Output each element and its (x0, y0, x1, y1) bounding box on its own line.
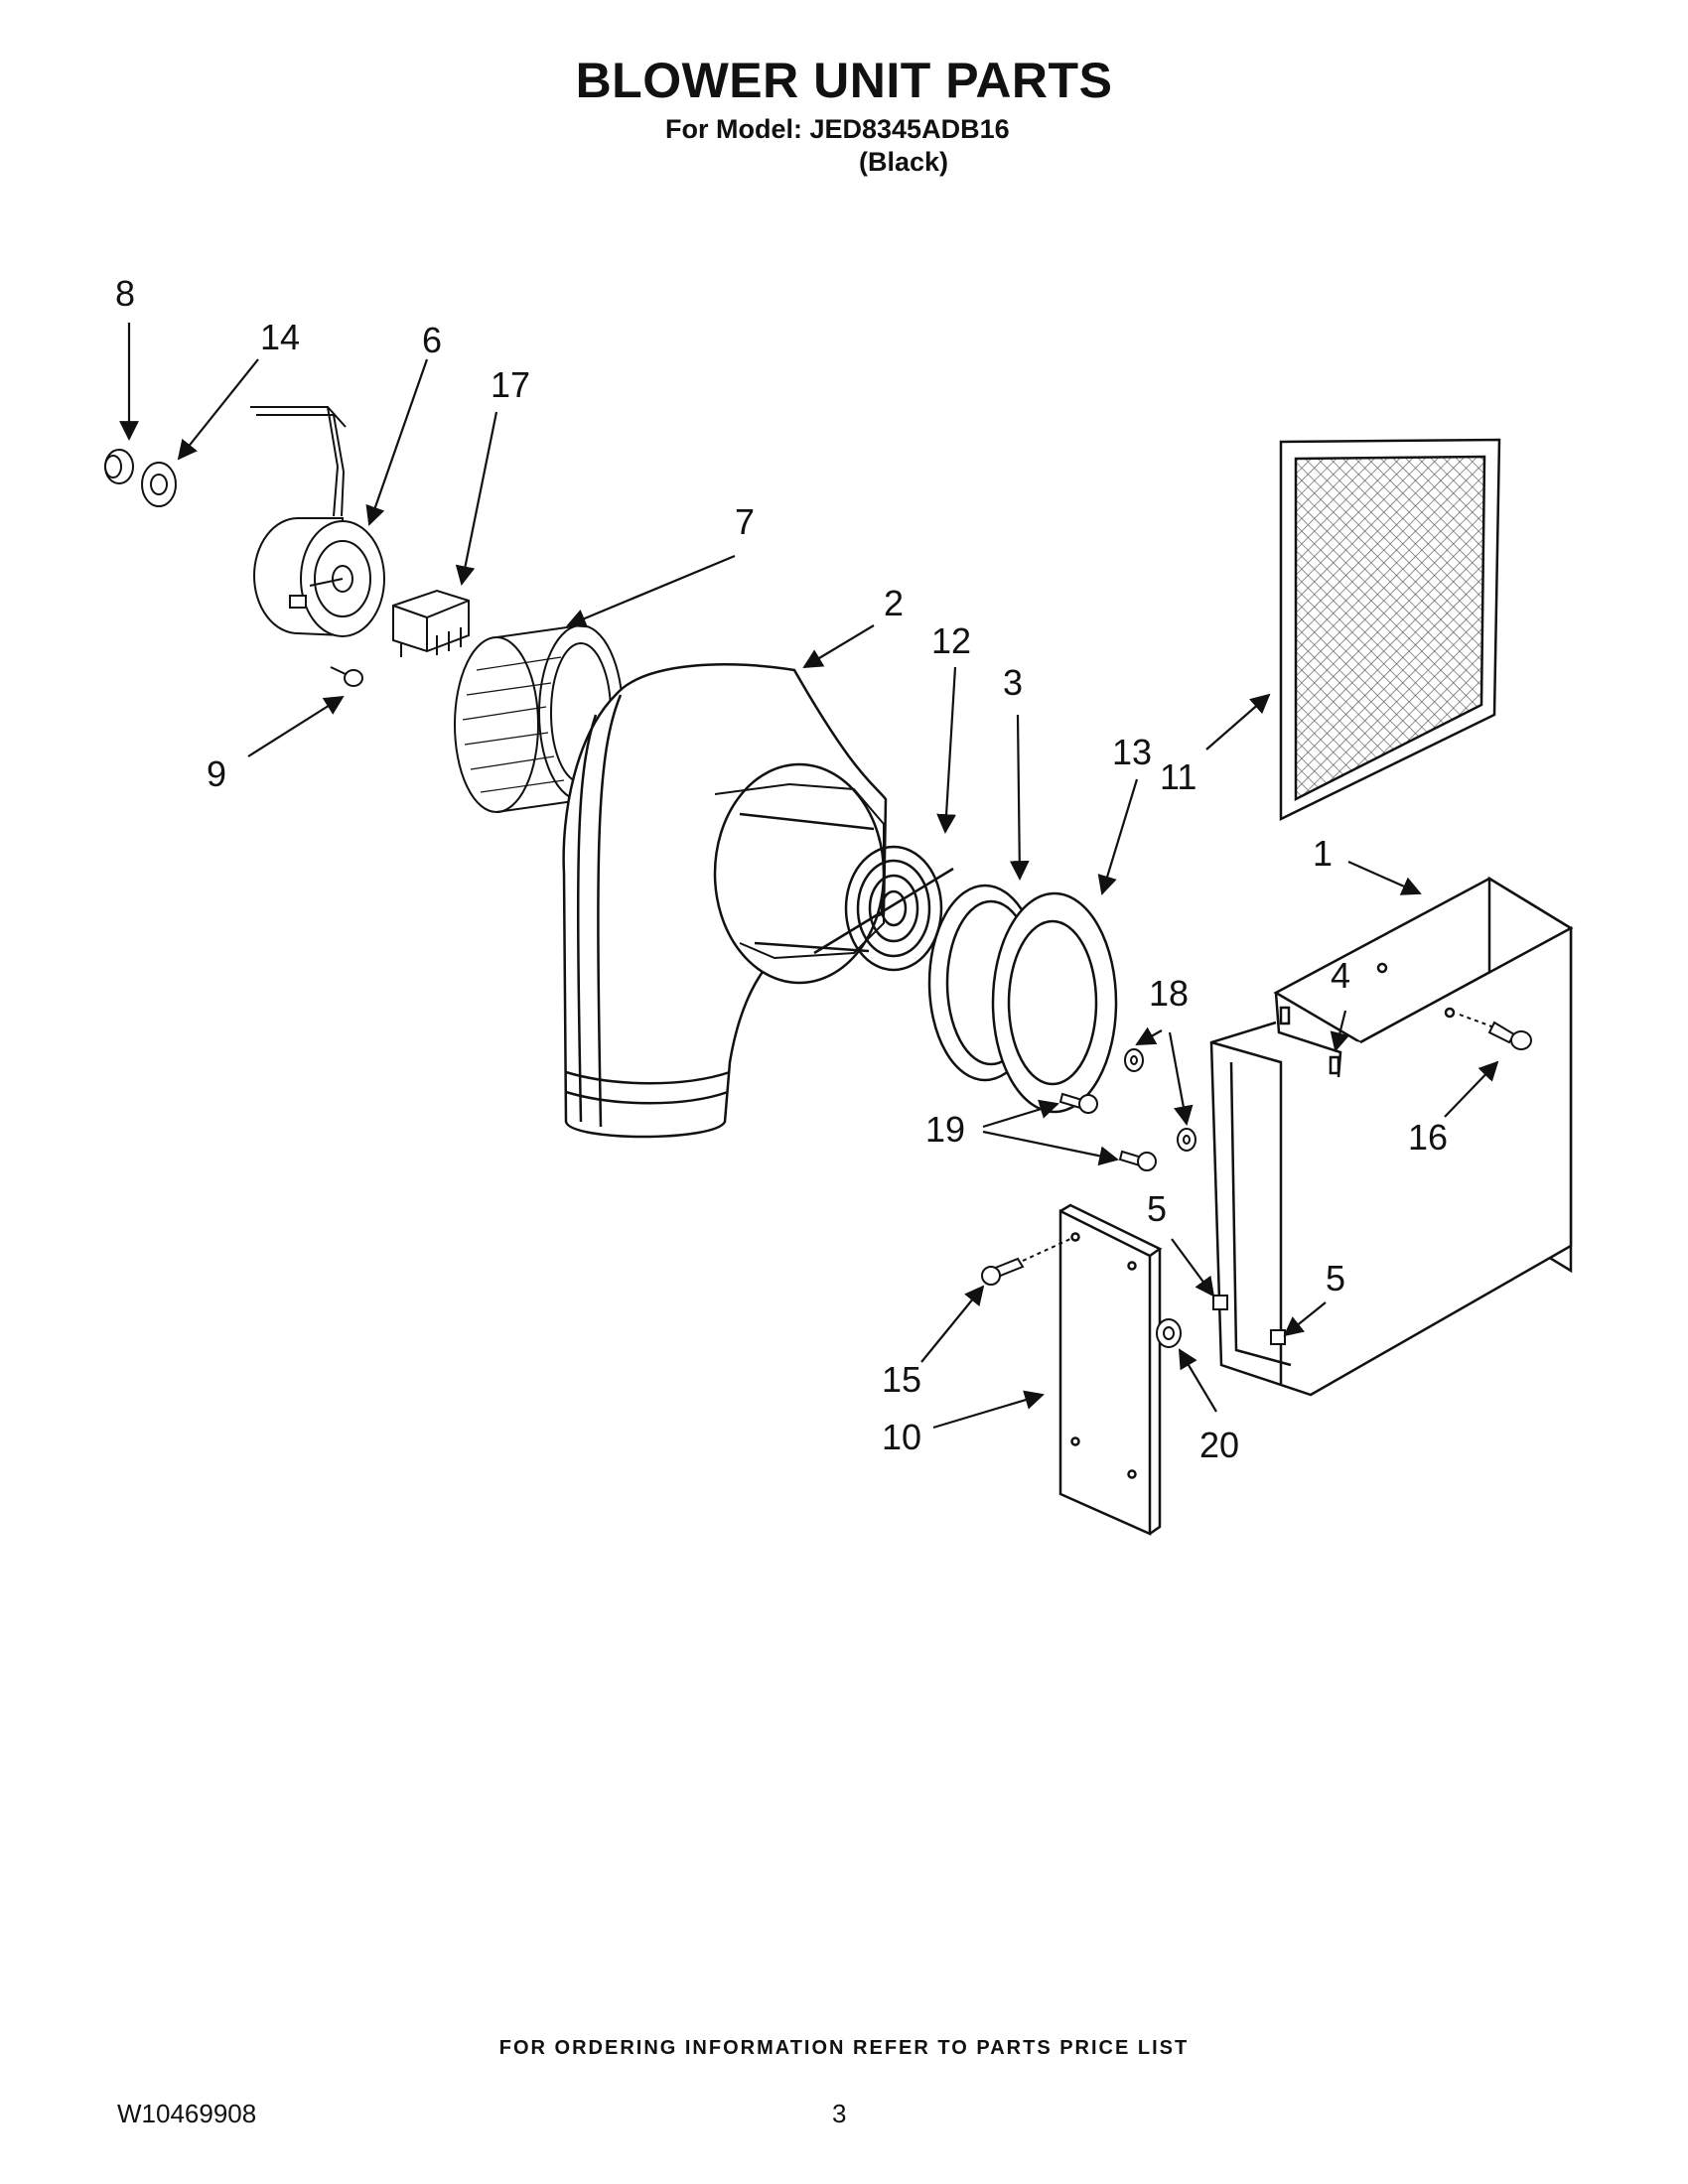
callout-12: 12 (931, 620, 971, 661)
callout-15: 15 (882, 1359, 921, 1400)
callout-2: 2 (884, 583, 904, 623)
part-motor-screw (330, 666, 363, 687)
document-number: W10469908 (117, 2099, 257, 2128)
leader-lines (119, 323, 1499, 1430)
callout-13: 13 (1112, 732, 1152, 772)
part-clips (1212, 1295, 1286, 1345)
callout-1: 1 (1313, 833, 1333, 874)
callout-17: 17 (491, 364, 530, 405)
callout-5a: 5 (1147, 1188, 1167, 1229)
callout-18: 18 (1149, 973, 1189, 1014)
part-grease-filter (1279, 438, 1501, 822)
part-nut (1156, 1318, 1182, 1348)
part-grommet (104, 449, 134, 484)
callout-14: 14 (260, 317, 300, 357)
part-collar (991, 891, 1118, 1114)
model-variant: (Black) (859, 147, 949, 177)
part-screws (1058, 1092, 1157, 1171)
page-number: 3 (832, 2099, 847, 2128)
part-finger-guard (813, 845, 954, 972)
callout-4: 4 (1331, 955, 1350, 996)
callout-20: 20 (1199, 1425, 1239, 1465)
callout-11: 11 (1160, 756, 1196, 797)
callout-labels: 1 2 3 4 5 5 6 7 8 9 10 11 12 13 14 15 16… (115, 273, 1448, 1465)
part-panel-screw (981, 1238, 1071, 1286)
part-blower-wheel (454, 624, 624, 813)
callout-8: 8 (115, 273, 135, 314)
callout-9: 9 (207, 753, 226, 794)
page-title: BLOWER UNIT PARTS (575, 53, 1113, 108)
callout-16: 16 (1408, 1117, 1448, 1158)
part-box-screw (1459, 1014, 1532, 1050)
part-blower-box (1209, 876, 1574, 1397)
callout-7: 7 (735, 501, 755, 542)
callout-5b: 5 (1326, 1258, 1345, 1298)
part-washers (1124, 1048, 1196, 1152)
callout-3: 3 (1003, 662, 1023, 703)
callout-10: 10 (882, 1417, 921, 1457)
part-mounting-panel (1058, 1203, 1163, 1536)
ordering-note: FOR ORDERING INFORMATION REFER TO PARTS … (498, 2037, 1190, 2059)
part-relay (392, 589, 470, 657)
callout-19: 19 (925, 1109, 965, 1150)
part-blower-motor (250, 406, 385, 637)
model-line: For Model: JED8345ADB16 (665, 114, 1010, 144)
part-blower-housing (562, 663, 888, 1139)
part-washer (141, 462, 177, 507)
callout-6: 6 (422, 320, 442, 360)
